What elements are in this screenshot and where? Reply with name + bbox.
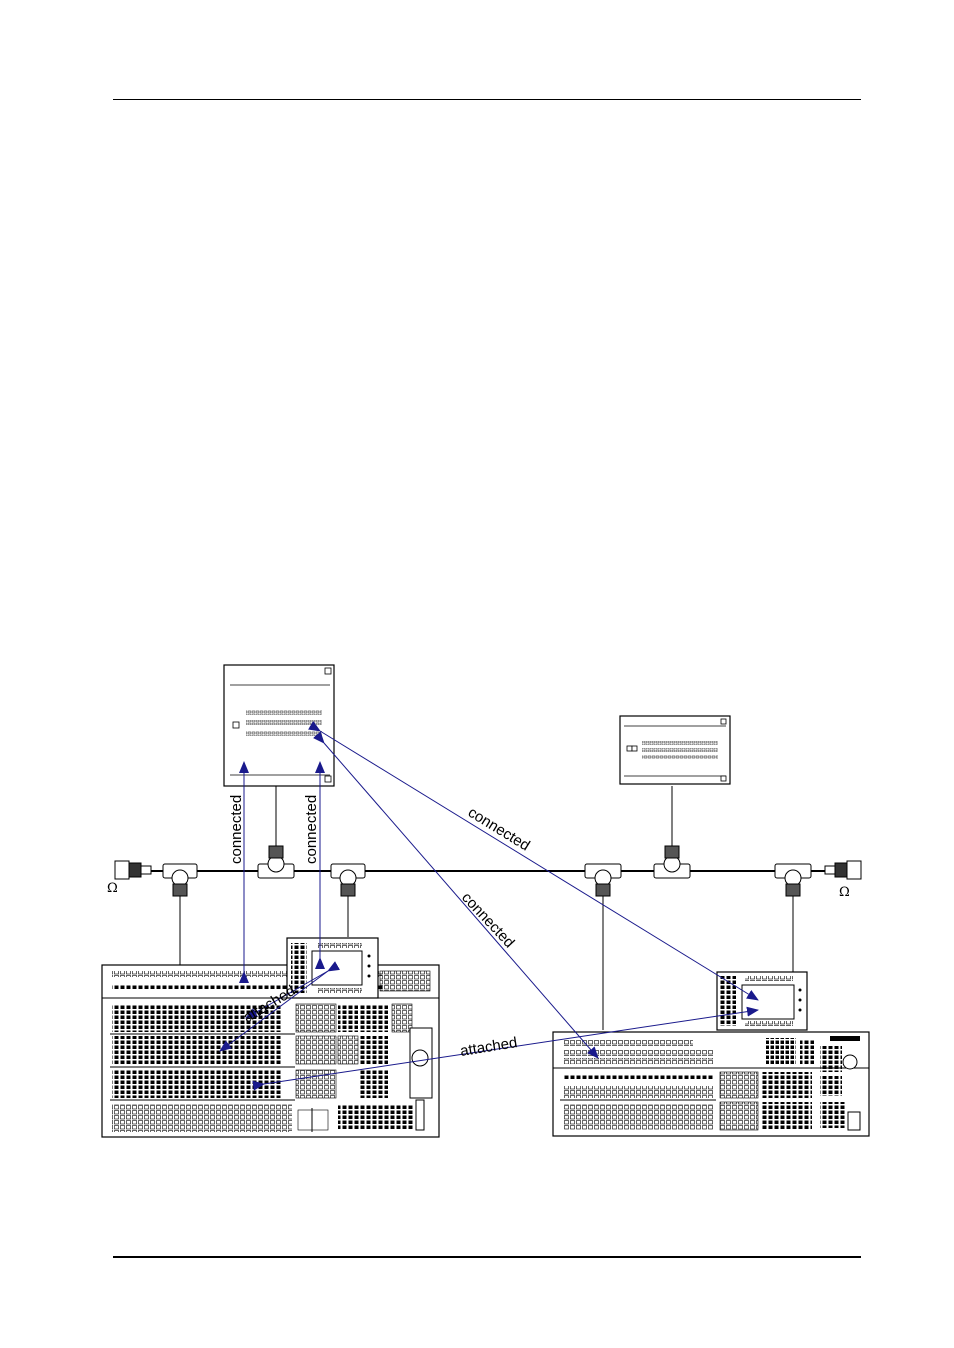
frame-unit-main	[223, 664, 335, 787]
t-connector	[774, 863, 812, 897]
t-connector	[162, 863, 198, 897]
terminator-left-label: Ω	[107, 881, 118, 896]
header-rule	[113, 99, 861, 100]
link-arrows	[219, 720, 759, 1091]
control-panel-right	[552, 1031, 870, 1137]
label-connected-left: connected	[228, 795, 245, 864]
arrow-connected-lower	[313, 731, 599, 1059]
t-connector	[257, 845, 295, 879]
frame-unit-secondary	[619, 715, 731, 785]
terminator-right-label: Ω	[839, 885, 850, 900]
t-connector	[330, 863, 366, 897]
label-connected-upper-right: connected	[465, 804, 533, 855]
control-panel-left	[101, 964, 440, 1138]
arrow-attached-right	[252, 1006, 759, 1091]
terminator-left: Ω	[107, 860, 152, 896]
footer-rule	[113, 1256, 861, 1258]
t-connector	[584, 863, 622, 897]
t-connector	[653, 845, 691, 879]
touch-screen-left	[286, 937, 379, 999]
label-connected-mid: connected	[303, 795, 320, 864]
label-connected-lower: connected	[458, 889, 518, 951]
terminator-right: Ω	[824, 860, 862, 900]
touch-screen-right	[716, 971, 808, 1031]
label-attached-right: attached	[459, 1034, 518, 1060]
